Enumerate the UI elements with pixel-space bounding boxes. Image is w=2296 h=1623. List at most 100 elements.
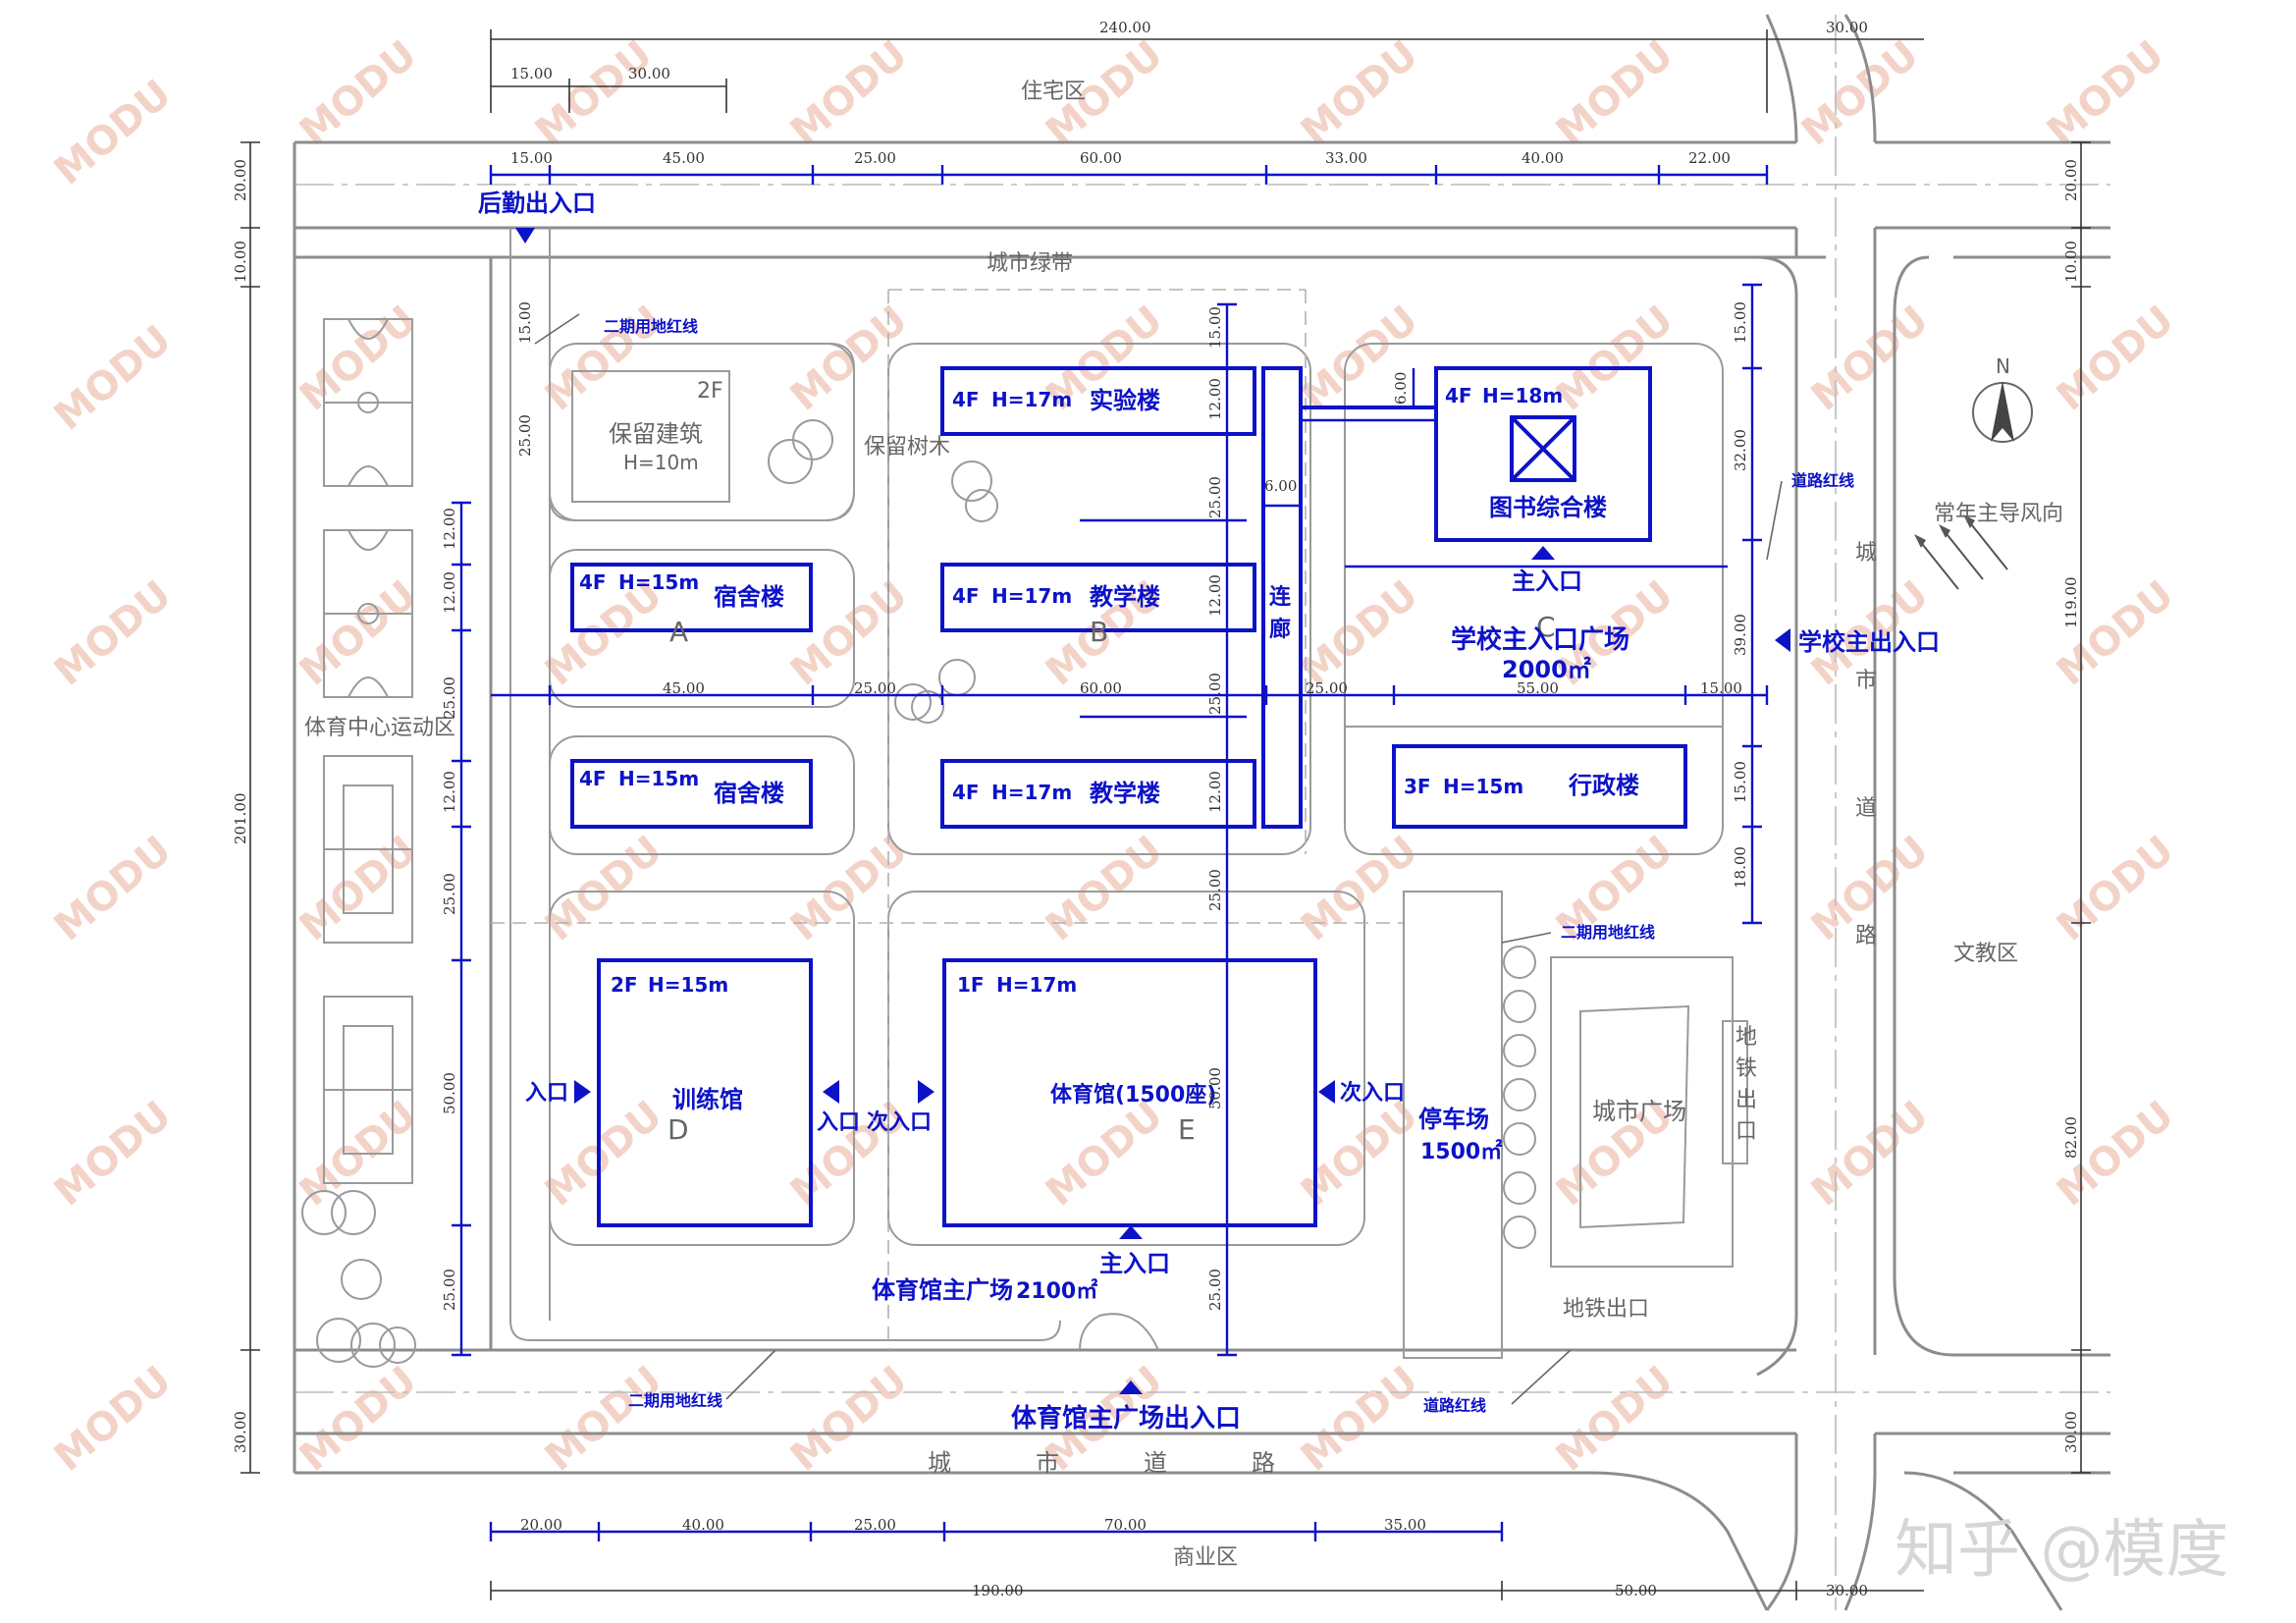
road-red-line-label: 道路红线: [1791, 471, 1854, 490]
dim-label: 25.00: [854, 1516, 896, 1534]
teach2-floors: 4F: [952, 781, 980, 804]
dim-label: 30.00: [2062, 1411, 2080, 1453]
teach1-height: H=17m: [991, 584, 1072, 608]
dim-label: 50.00: [1615, 1582, 1657, 1599]
dim-label: 40.00: [1522, 149, 1564, 167]
green-blocks: [491, 289, 1748, 1359]
dim-label: 25.00: [441, 676, 458, 719]
training-west-entry-arrow: [574, 1080, 591, 1104]
metro-exit-char: 口: [1735, 1119, 1757, 1144]
school-plaza-area: 2000㎡: [1502, 656, 1591, 683]
watermark: MODU: [2049, 828, 2182, 950]
watermark: MODU: [537, 298, 670, 420]
dim-label: 10.00: [232, 241, 249, 283]
parking-area: 1500㎡: [1420, 1139, 1502, 1164]
preserved-building-name: 保留建筑: [609, 420, 703, 448]
gym-plaza-entry-arrow: [1119, 1380, 1143, 1394]
dim-label: 240.00: [1099, 19, 1151, 36]
preserved-trees: 保留树木: [864, 435, 950, 460]
watermark: MODU: [782, 32, 916, 155]
teach1-name: 教学楼: [1090, 583, 1160, 611]
phase2-red-line-label: 二期用地红线: [1561, 923, 1655, 942]
building-outlines: [570, 366, 1687, 1227]
road-red-line-label: 道路红线: [1423, 1396, 1486, 1415]
gym-east-entry-label: 次入口: [1340, 1080, 1405, 1106]
dim-label: 10.00: [2062, 241, 2080, 283]
dim-label: 50.00: [441, 1072, 458, 1114]
watermark: MODU: [292, 1358, 425, 1481]
gym-plaza-name: 体育馆主广场: [872, 1276, 1013, 1304]
library-height: H=18m: [1482, 384, 1563, 407]
wind-arrows: [1914, 514, 2008, 590]
watermark: MODU: [46, 72, 180, 194]
dim-label: 20.00: [520, 1516, 562, 1534]
watermark: MODU: [46, 1358, 180, 1481]
wind-label: 常年主导风向: [1934, 502, 2063, 526]
building-labels: 4F H=17m 实验楼 4F H=17m 教学楼 4F H=17m 教学楼 4…: [478, 189, 1940, 1434]
training-east-entry-label: 入口: [817, 1110, 860, 1135]
watermark: MODU: [2049, 298, 2182, 420]
training-height: H=15m: [648, 973, 728, 997]
dim-label: 50.00: [1206, 1067, 1224, 1109]
dim-label: 12.00: [1206, 771, 1224, 813]
dim-label: 20.00: [2062, 159, 2080, 201]
watermark: MODU: [2039, 32, 2172, 155]
logistics-entry-label: 后勤出入口: [478, 189, 596, 217]
zone-sports: 体育中心运动区: [304, 716, 455, 740]
compass: N: [1972, 354, 2033, 443]
dim-label: 119.00: [2062, 577, 2080, 629]
watermark: MODU: [782, 298, 916, 420]
watermark: MODU: [1293, 1358, 1426, 1481]
road-char: 市: [1036, 1449, 1059, 1477]
dorm2-floors: 4F: [579, 767, 607, 790]
watermark: MODU: [1803, 1093, 1937, 1216]
zone-letter-c: C: [1536, 611, 1556, 643]
dim-label: 25.00: [441, 1269, 458, 1311]
school-main-entry-label: 学校主出入口: [1798, 628, 1940, 656]
training-floors: 2F: [611, 973, 638, 997]
road-char: 路: [1252, 1449, 1275, 1477]
watermark: MODU: [46, 828, 180, 950]
dim-label: 6.00: [1392, 372, 1410, 405]
dim-label: 32.00: [1732, 429, 1749, 471]
gym-plaza-area: 2100㎡: [1016, 1278, 1097, 1304]
parking-name: 停车场: [1418, 1106, 1489, 1133]
dim-label: 15.00: [516, 301, 534, 344]
city-square: 城市广场: [1592, 1098, 1686, 1125]
dim-label: 15.00: [510, 65, 553, 82]
dim-label: 25.00: [854, 149, 896, 167]
sports-courts: [301, 318, 416, 1368]
dim-label: 15.00: [1700, 679, 1742, 697]
watermark: MODU: [1548, 298, 1682, 420]
gym-main-entry-label: 主入口: [1099, 1250, 1170, 1277]
watermark: MODU: [292, 828, 425, 950]
dim-label: 60.00: [1080, 679, 1122, 697]
dimension-labels: 240.00 30.00 15.00 30.00 15.00 45.00 25.…: [232, 19, 2080, 1599]
lab-height: H=17m: [991, 388, 1072, 411]
dim-label: 12.00: [441, 508, 458, 550]
road-network: [293, 14, 2110, 1611]
teach2-name: 教学楼: [1090, 780, 1160, 807]
lab-name: 实验楼: [1090, 387, 1160, 414]
zone-commercial: 商业区: [1173, 1545, 1238, 1570]
watermark: MODU: [1293, 32, 1426, 155]
gym-west-entry-arrow: [918, 1080, 934, 1104]
watermark: MODU: [1293, 828, 1426, 950]
teach1-floors: 4F: [952, 584, 980, 608]
entry-arrows: [515, 228, 1790, 1394]
zone-letter-d: D: [667, 1113, 689, 1146]
dim-label: 40.00: [682, 1516, 724, 1534]
dim-label: 25.00: [1206, 476, 1224, 518]
gym-plaza-exit-label: 体育馆主广场出入口: [1011, 1403, 1241, 1434]
library-entry-arrow: [1531, 546, 1555, 560]
dim-label: 55.00: [1517, 679, 1559, 697]
watermark: MODU: [1548, 1358, 1682, 1481]
watermark: MODU: [537, 1358, 670, 1481]
watermark: MODU: [782, 572, 916, 695]
dorm1-height: H=15m: [618, 570, 699, 594]
dim-label: 25.00: [854, 679, 896, 697]
library-entry-label: 主入口: [1512, 568, 1582, 595]
admin-height: H=15m: [1443, 775, 1523, 798]
dim-label: 30.00: [1826, 1582, 1868, 1599]
road-char: 路: [1855, 924, 1877, 948]
